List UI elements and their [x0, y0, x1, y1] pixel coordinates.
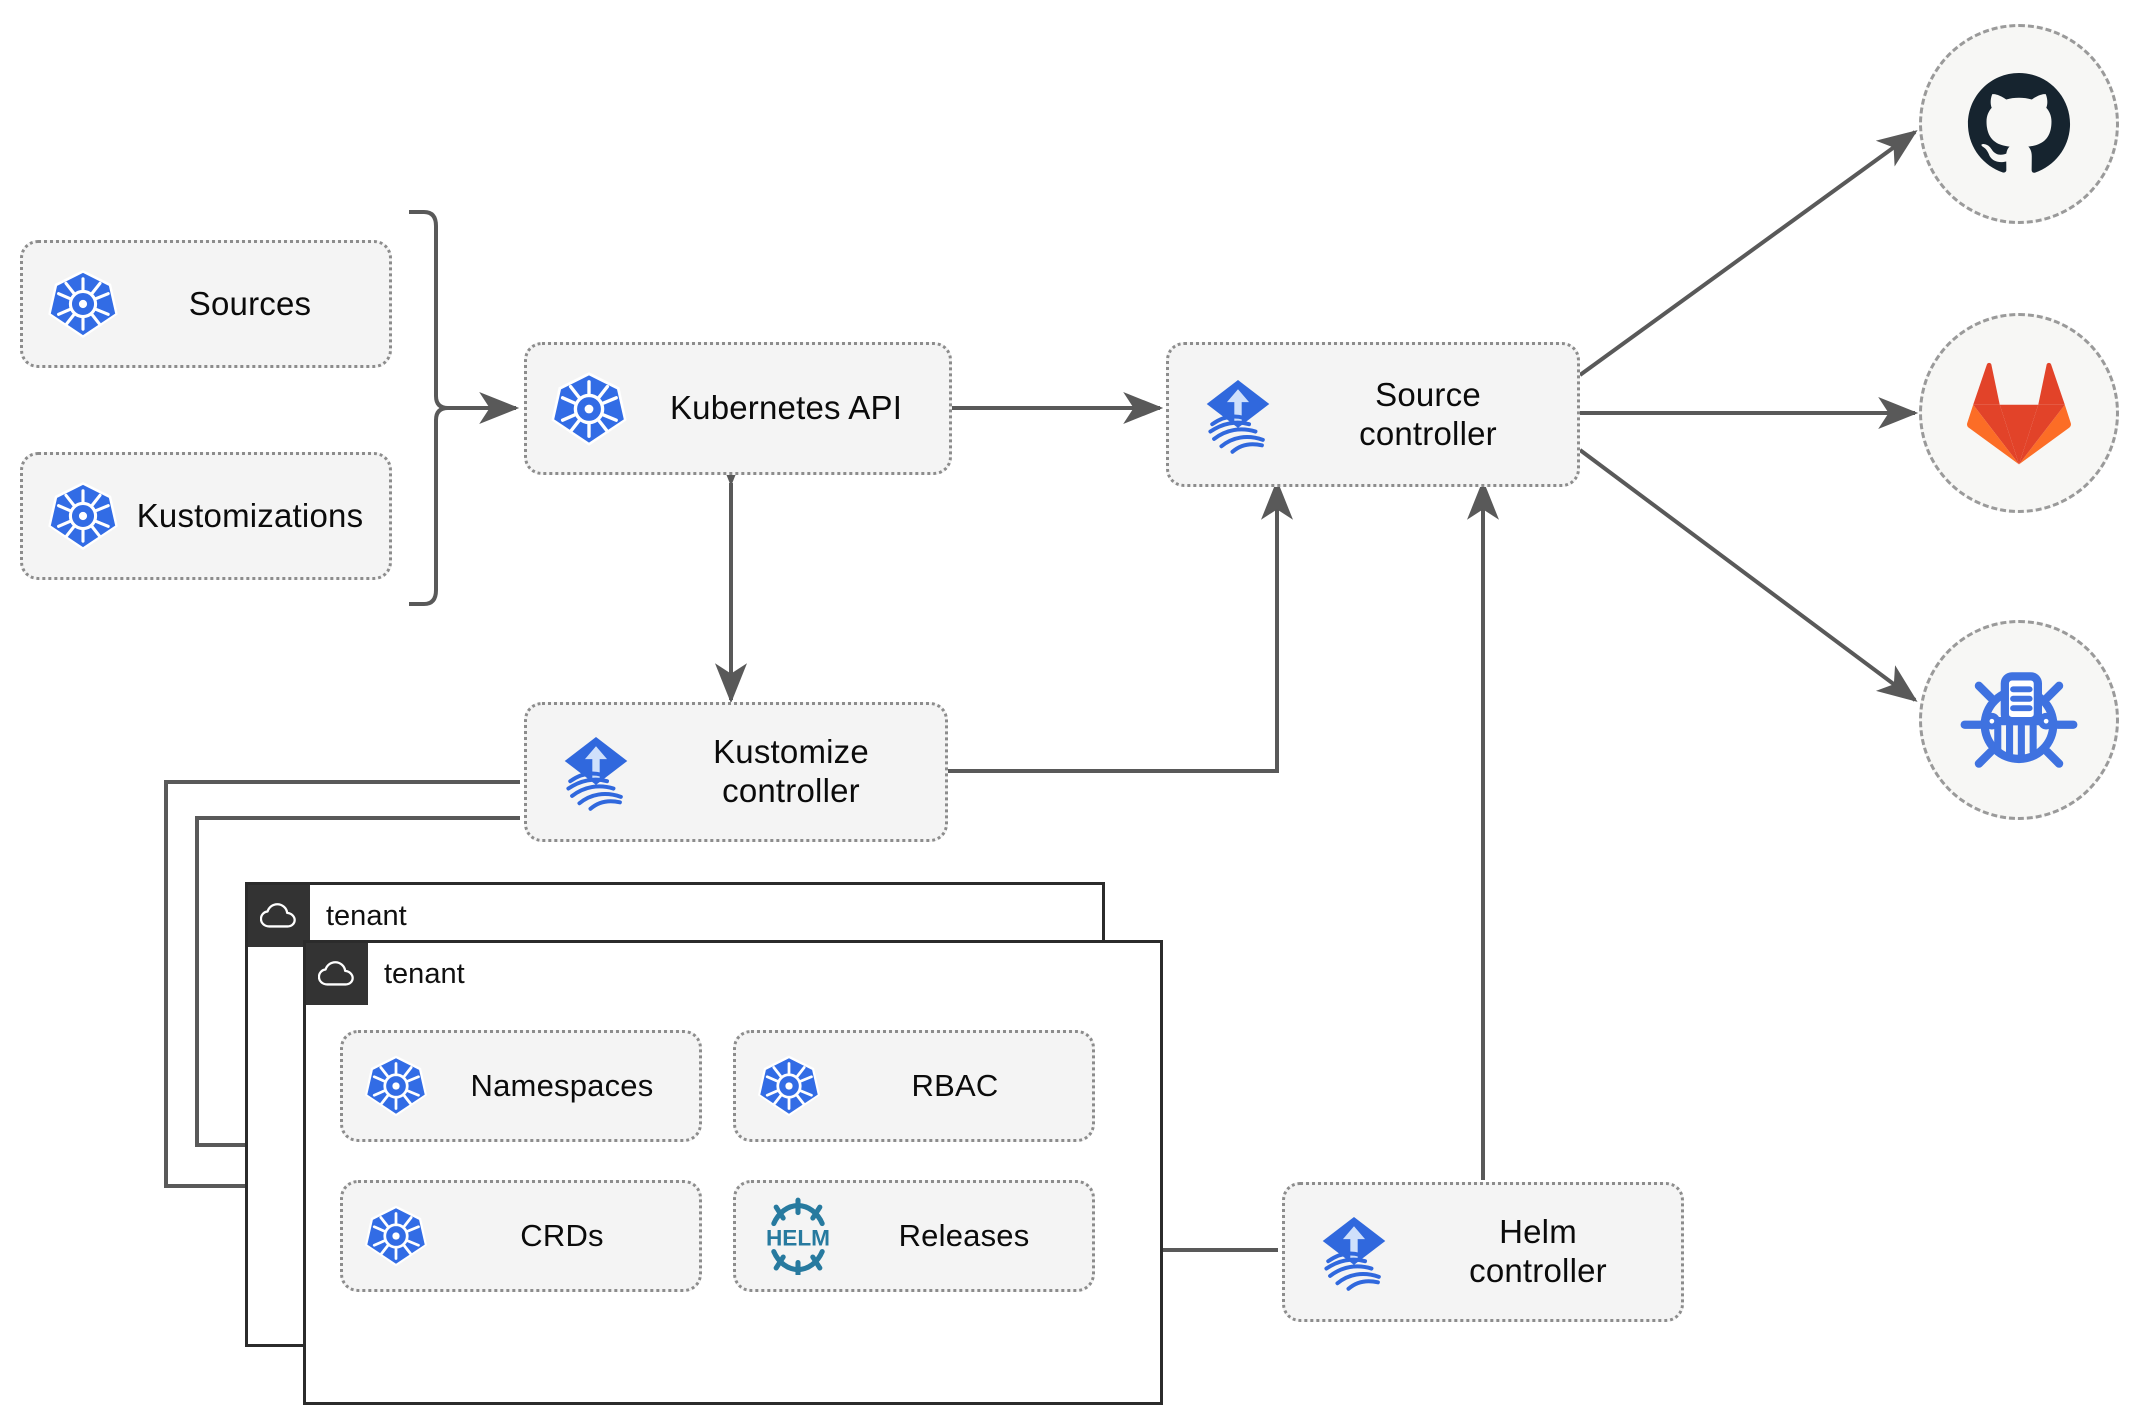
node-crds[interactable]: CRDs — [340, 1180, 702, 1292]
endpoint-helm-repository[interactable] — [1919, 620, 2119, 820]
node-crds-label: CRDs — [520, 1217, 604, 1253]
node-rbac[interactable]: RBAC — [733, 1030, 1095, 1142]
node-releases[interactable]: HELM Releases — [733, 1180, 1095, 1292]
kubernetes-icon — [355, 1203, 437, 1269]
tenant-inner-label: tenant — [384, 957, 465, 990]
node-namespaces-label: Namespaces — [470, 1067, 654, 1103]
kubernetes-icon — [39, 267, 127, 341]
node-rbac-label: RBAC — [911, 1067, 999, 1103]
edge-source-helmrepo — [1578, 448, 1918, 702]
helm-icon: HELM — [748, 1197, 848, 1275]
github-icon — [1967, 72, 2071, 173]
endpoint-gitlab[interactable] — [1919, 313, 2119, 513]
kubernetes-icon — [39, 479, 127, 553]
node-releases-label: Releases — [898, 1217, 1030, 1253]
kubernetes-icon — [748, 1053, 830, 1119]
edge-resources-brace — [409, 210, 449, 606]
node-kustomize-controller-label: Kustomize controller — [713, 733, 869, 809]
flux-icon — [1299, 1206, 1409, 1298]
node-helm-controller[interactable]: Helm controller — [1282, 1182, 1684, 1322]
flux-icon — [1183, 369, 1293, 461]
edge-kustomize-source — [948, 479, 1293, 773]
node-kustomizations-label: Kustomizations — [136, 496, 364, 534]
flux-icon — [541, 726, 651, 818]
helm-wordmark: HELM — [766, 1225, 830, 1250]
node-kustomizations[interactable]: Kustomizations — [20, 452, 392, 580]
node-kubernetes-api[interactable]: Kubernetes API — [524, 342, 952, 475]
helm-repository-icon — [1960, 672, 2078, 768]
kubernetes-icon — [541, 369, 637, 449]
endpoint-github[interactable] — [1919, 24, 2119, 224]
node-kustomize-controller[interactable]: Kustomize controller — [524, 702, 948, 842]
node-sources[interactable]: Sources — [20, 240, 392, 368]
cloud-icon — [306, 943, 368, 1005]
node-sources-label: Sources — [188, 284, 312, 322]
node-source-controller-label: Source controller — [1359, 375, 1497, 452]
node-kubernetes-api-label: Kubernetes API — [669, 389, 903, 427]
node-namespaces[interactable]: Namespaces — [340, 1030, 702, 1142]
node-helm-controller-label: Helm controller — [1469, 1213, 1607, 1289]
kubernetes-icon — [355, 1053, 437, 1119]
edge-source-github — [1578, 130, 1918, 377]
cloud-icon — [248, 885, 310, 947]
tenant-inner[interactable]: tenant — [303, 940, 1163, 1405]
tenant-outer-label: tenant — [326, 899, 407, 932]
node-source-controller[interactable]: Source controller — [1166, 342, 1580, 487]
gitlab-icon — [1967, 362, 2071, 465]
